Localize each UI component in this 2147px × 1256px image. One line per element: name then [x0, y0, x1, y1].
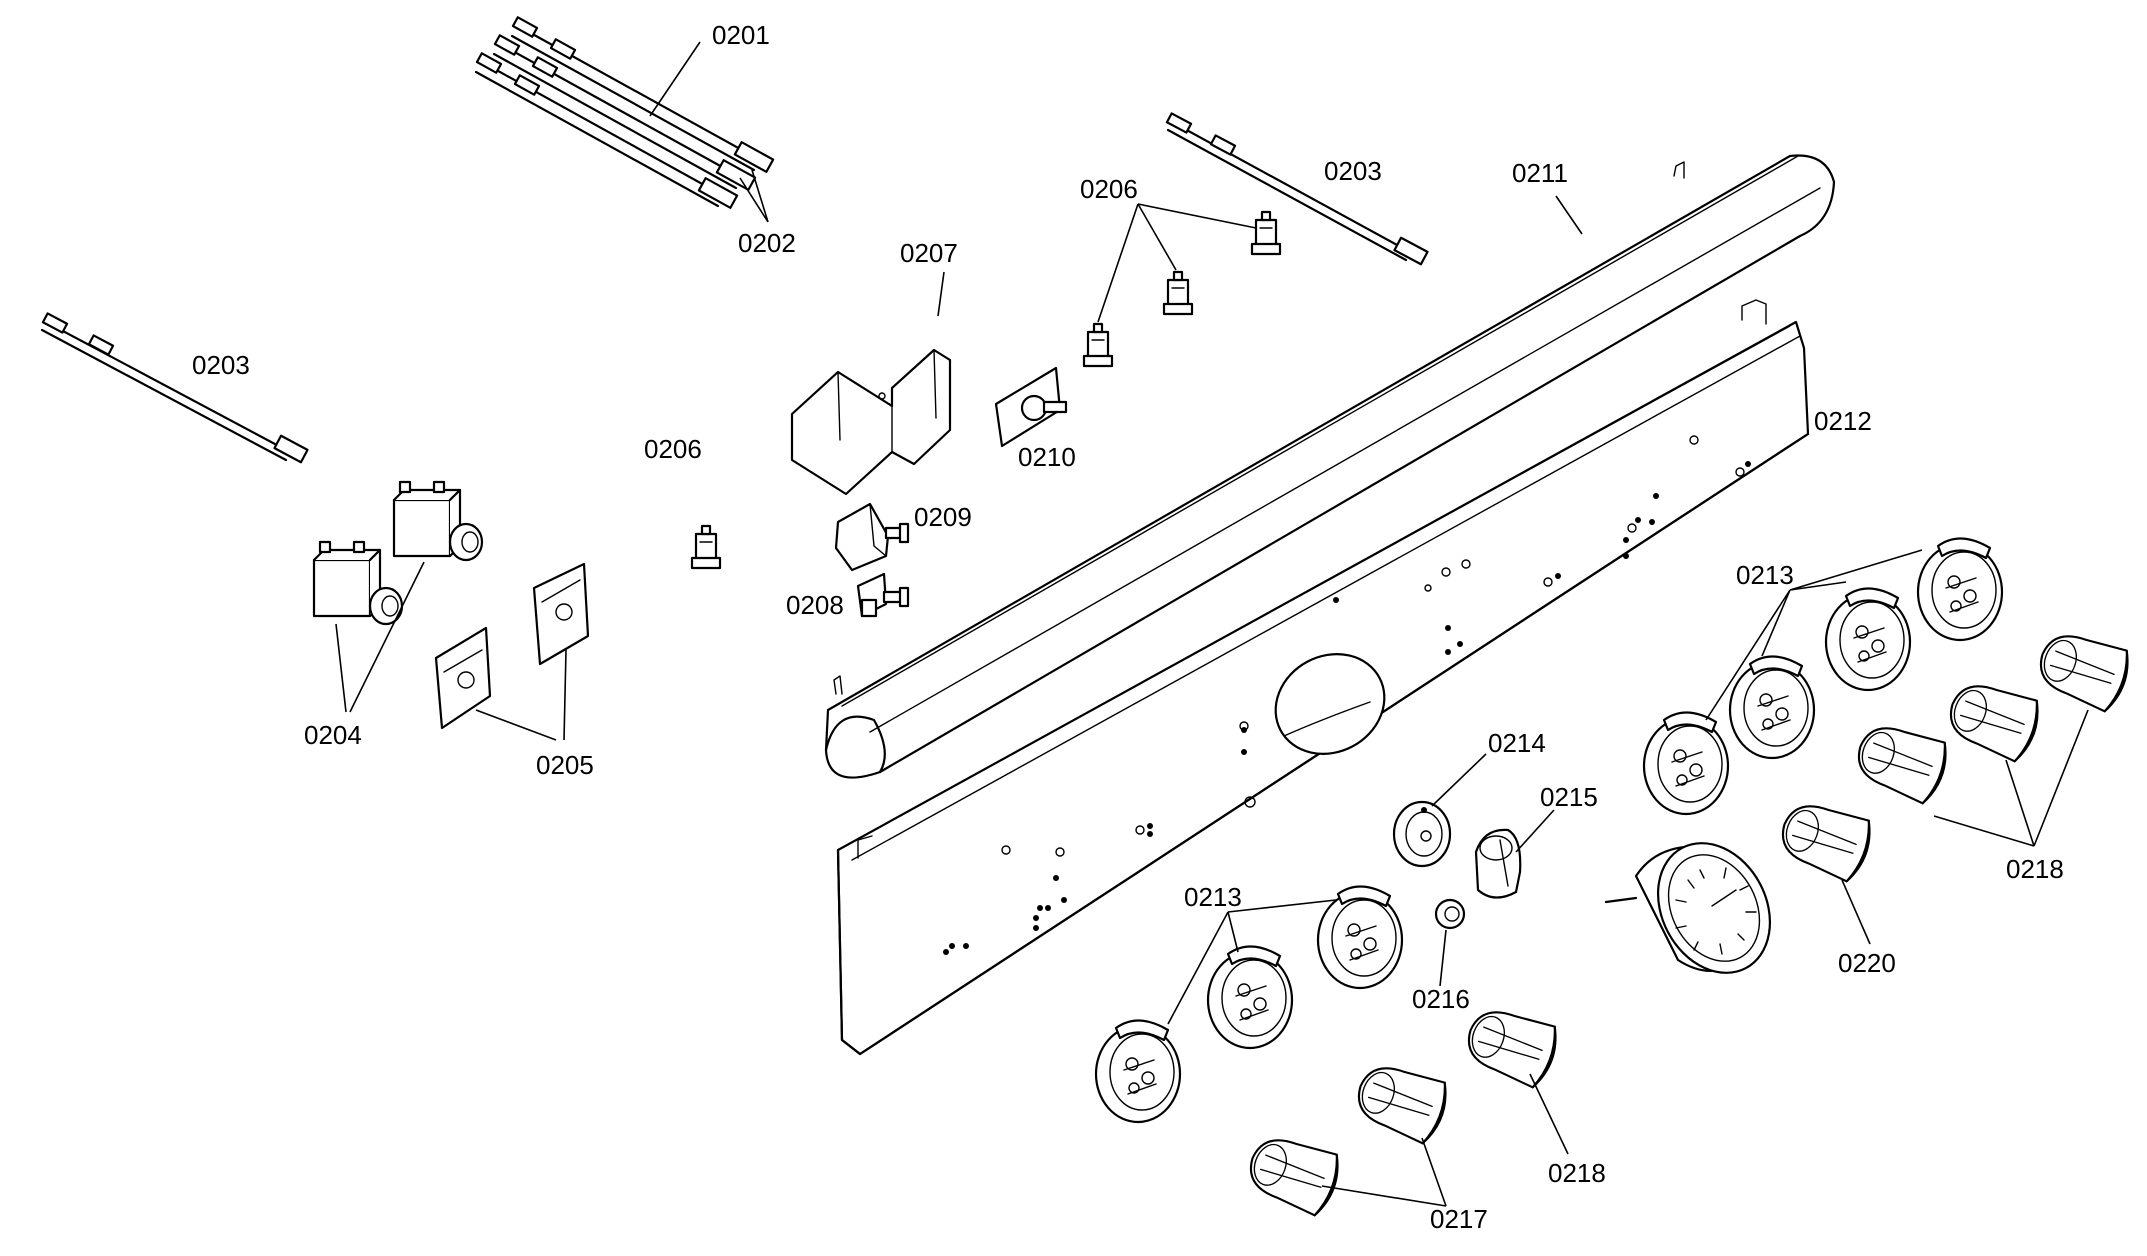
label-0206-middle: 0206 — [644, 434, 702, 464]
label-0213-right: 0213 — [1736, 560, 1794, 590]
knob-0218-r2 — [1940, 672, 2046, 766]
burner-knob-0213-r3 — [1824, 587, 1912, 692]
label-0220: 0220 — [1838, 948, 1896, 978]
switch-0208 — [856, 572, 910, 618]
label-0205: 0205 — [536, 750, 594, 780]
knob-0217-a — [1240, 1126, 1346, 1220]
knob-0220 — [1772, 792, 1878, 886]
knob-0218-r3 — [2030, 622, 2136, 716]
gauge-0220 — [1604, 842, 1772, 974]
label-0202: 0202 — [738, 228, 796, 258]
bezel-0214 — [1392, 800, 1452, 868]
washer-0216 — [1434, 898, 1466, 930]
label-0212: 0212 — [1814, 406, 1872, 436]
control-panel-0212 — [836, 299, 1810, 1056]
knob-0215 — [1474, 828, 1522, 899]
label-0214: 0214 — [1488, 728, 1546, 758]
burner-knob-0213-r2 — [1728, 655, 1816, 760]
label-0217: 0217 — [1430, 1204, 1488, 1234]
label-0218-right: 0218 — [2006, 854, 2064, 884]
solenoid-0204-lower — [312, 540, 404, 626]
label-0208: 0208 — [786, 590, 844, 620]
label-0215: 0215 — [1540, 782, 1598, 812]
bracket-0207 — [790, 348, 952, 496]
label-0203-right: 0203 — [1324, 156, 1382, 186]
label-0201: 0201 — [712, 20, 770, 50]
solenoid-0204-upper — [392, 480, 484, 562]
label-0209: 0209 — [914, 502, 972, 532]
timer-board-0205-right — [532, 562, 590, 666]
wire-rods-0201 — [474, 16, 775, 209]
knob-0217-b — [1348, 1054, 1454, 1148]
trim-bar-0211 — [824, 154, 1836, 779]
burner-knob-0213-l3 — [1316, 885, 1404, 990]
switch-0210 — [994, 366, 1068, 448]
label-0206-top: 0206 — [1080, 174, 1138, 204]
knob-0218-bottom — [1458, 998, 1564, 1092]
label-0203-left: 0203 — [192, 350, 250, 380]
burner-knob-0213-l2 — [1206, 945, 1294, 1050]
burner-knob-0213-r4 — [1916, 537, 2004, 642]
wire-rod-0203-right — [1165, 112, 1429, 266]
label-0210: 0210 — [1018, 442, 1076, 472]
label-0216: 0216 — [1412, 984, 1470, 1014]
label-0207: 0207 — [900, 238, 958, 268]
switch-0206-top-a — [1082, 322, 1114, 368]
wire-rod-0203-left — [40, 312, 309, 464]
knob-0218-r1 — [1848, 714, 1954, 808]
burner-knob-0213-r1 — [1642, 711, 1730, 816]
burner-knob-0213-l1 — [1094, 1019, 1182, 1124]
switch-0206-middle — [690, 524, 722, 570]
switch-0209 — [834, 502, 910, 572]
timer-board-0205-left — [434, 626, 492, 730]
switch-0206-top-c — [1250, 210, 1282, 256]
label-0204: 0204 — [304, 720, 362, 750]
label-0213-left: 0213 — [1184, 882, 1242, 912]
label-0218-bottom: 0218 — [1548, 1158, 1606, 1188]
switch-0206-top-b — [1162, 270, 1194, 316]
label-0211: 0211 — [1512, 158, 1568, 188]
